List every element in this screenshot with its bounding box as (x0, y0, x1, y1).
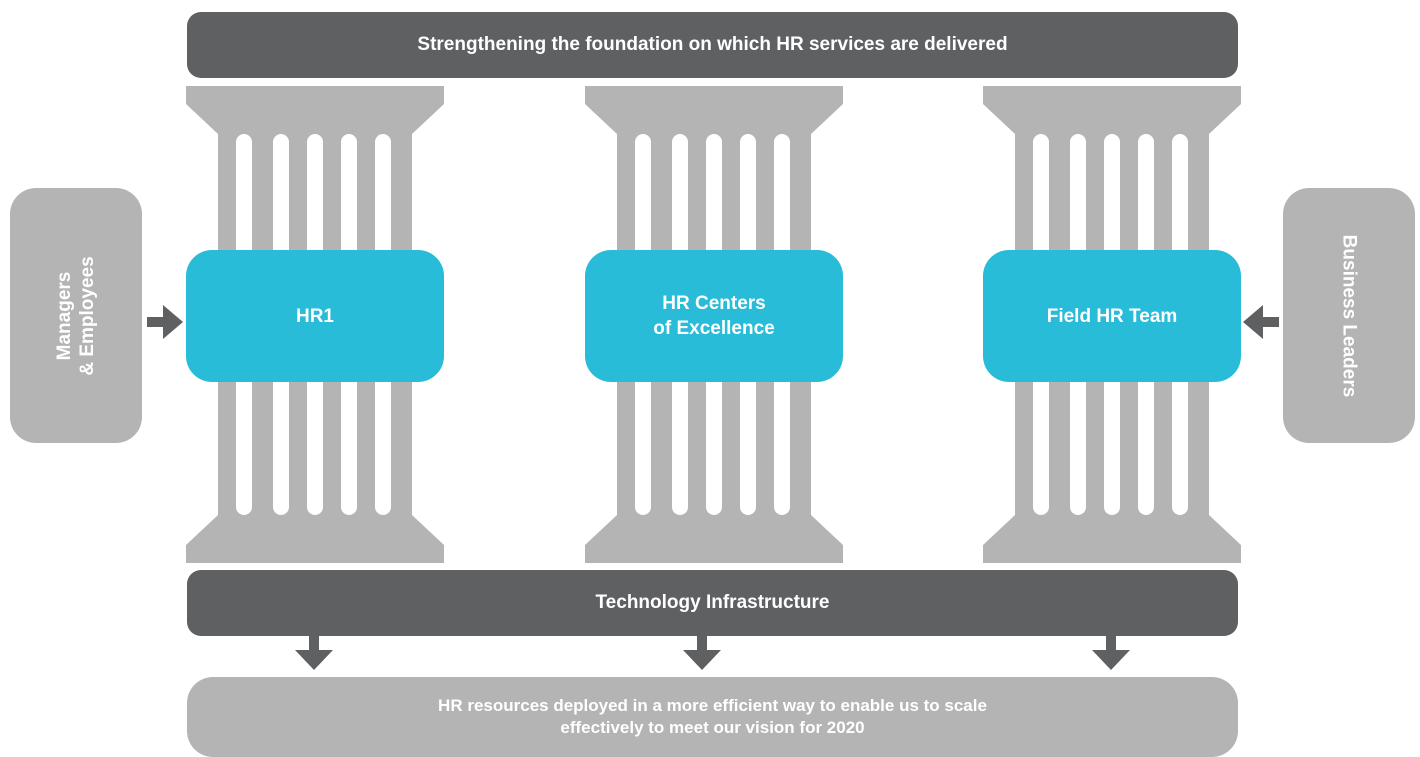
technology-infrastructure-bar: Technology Infrastructure (187, 570, 1238, 636)
managers-employees-label: Managers & Employees (54, 255, 98, 376)
business-leaders-label: Business Leaders (1338, 234, 1360, 397)
pillar-hr-centers-of-excellence: HR Centers of Excellence (585, 86, 843, 563)
managers-employees-box: Managers & Employees (10, 188, 142, 443)
top-banner: Strengthening the foundation on which HR… (187, 12, 1238, 78)
arrow-down-icon (1092, 636, 1130, 670)
pillar-label-hr1: HR1 (186, 250, 444, 382)
outcome-box: HR resources deployed in a more efficien… (187, 677, 1238, 757)
pillar-field-hr-team: Field HR Team (983, 86, 1241, 563)
arrow-down-icon (683, 636, 721, 670)
arrow-down-icon (295, 636, 333, 670)
pillar-label-field-hr-team: Field HR Team (983, 250, 1241, 382)
arrow-left-icon (1243, 305, 1279, 339)
business-leaders-box: Business Leaders (1283, 188, 1415, 443)
pillar-hr1: HR1 (186, 86, 444, 563)
pillar-label-hr-centers: HR Centers of Excellence (585, 250, 843, 382)
arrow-right-icon (147, 305, 183, 339)
